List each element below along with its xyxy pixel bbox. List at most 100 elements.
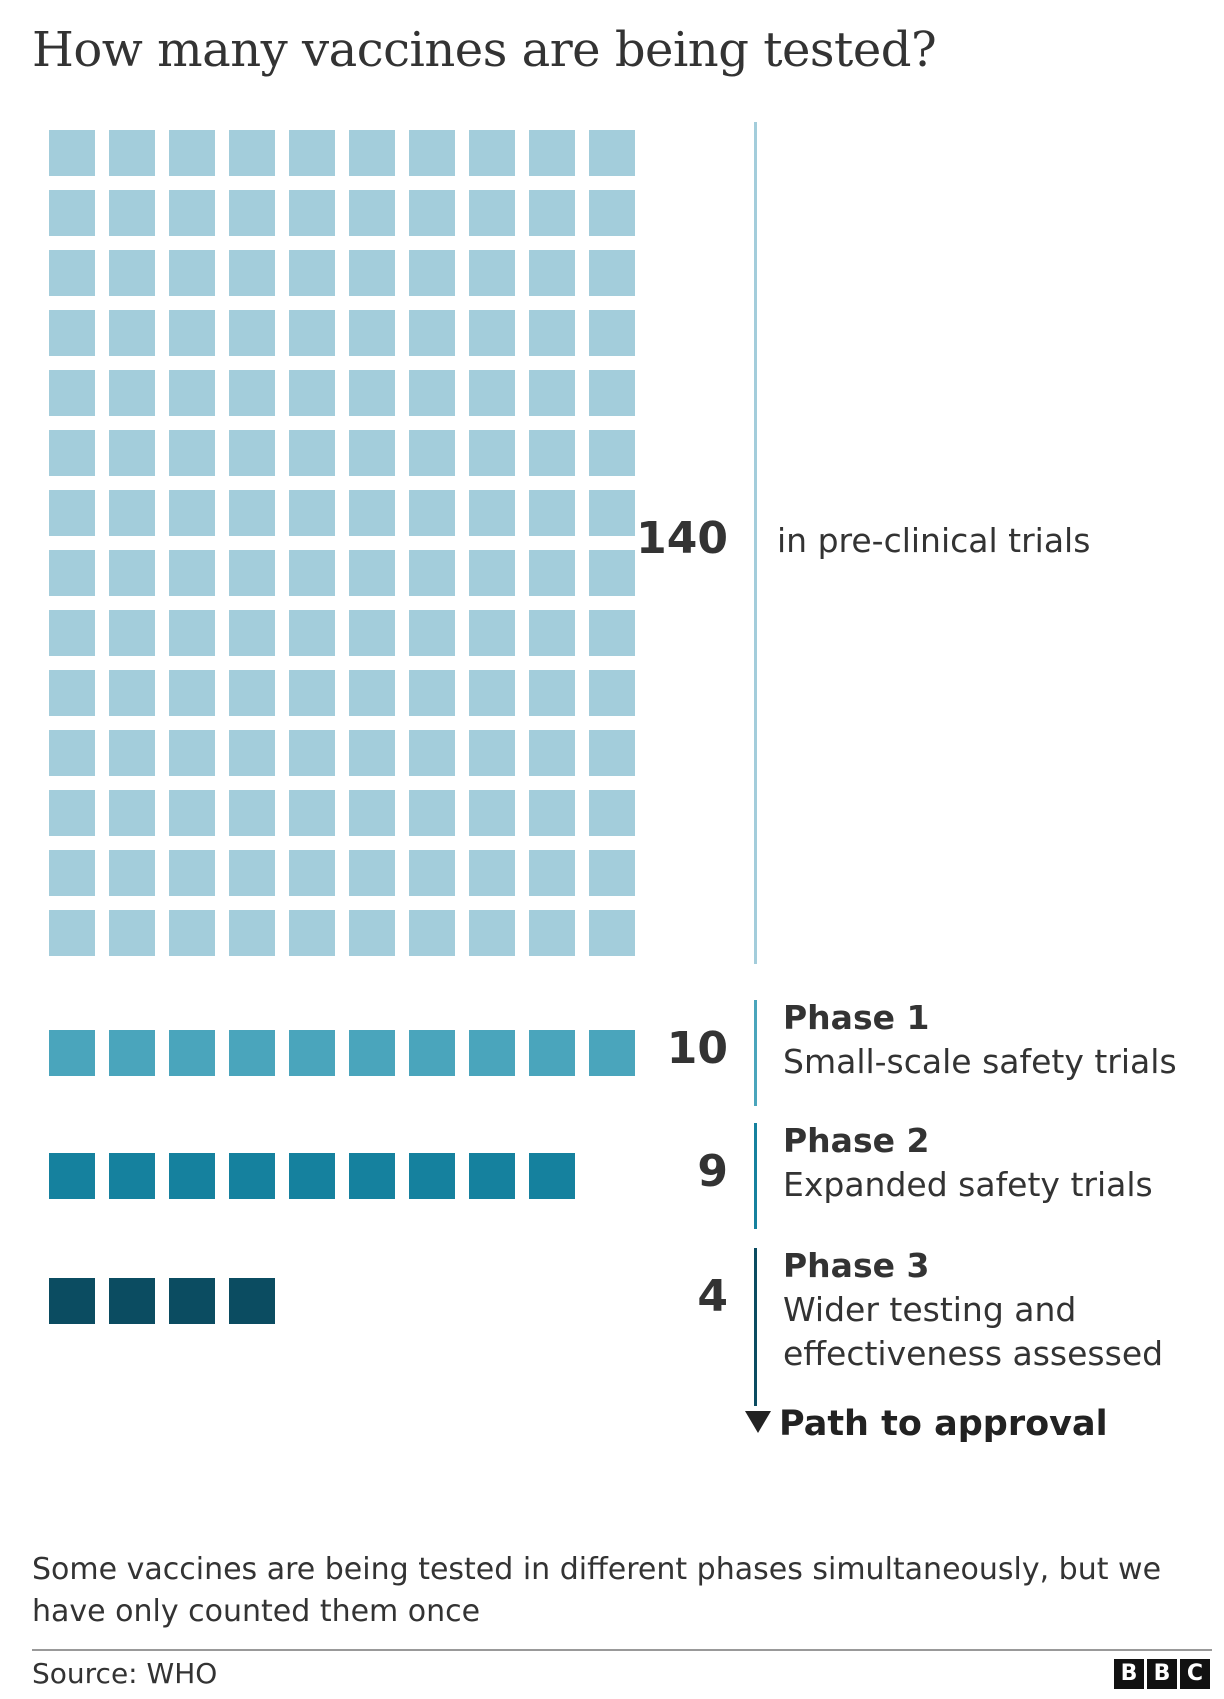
group-divider [754,1123,757,1229]
logo-letter: B [1147,1659,1177,1689]
vaccine-square [229,130,275,176]
vaccine-square [49,1030,95,1076]
vaccine-square [409,610,455,656]
vaccine-square [49,310,95,356]
vaccine-square [169,190,215,236]
vaccine-square [169,250,215,296]
vaccine-square [589,250,635,296]
vaccine-square [469,850,515,896]
vaccine-square [349,910,395,956]
group-label: Phase 1 [783,998,930,1037]
vaccine-square [49,490,95,536]
group-label: Phase 3 [783,1246,930,1285]
vaccine-square [529,910,575,956]
footer-divider [32,1649,1212,1651]
vaccine-square [49,130,95,176]
group-text: in pre-clinical trials [777,519,1207,563]
vaccine-square [469,490,515,536]
vaccine-square [529,730,575,776]
vaccine-square [49,850,95,896]
vaccine-square [229,490,275,536]
vaccine-square [409,670,455,716]
vaccine-square [349,1153,395,1199]
vaccine-square [229,190,275,236]
group-text: Phase 2 Expanded safety trials [783,1119,1213,1207]
vaccine-square [289,670,335,716]
group-divider [754,122,757,964]
vaccine-square [409,370,455,416]
vaccine-square [229,670,275,716]
vaccine-square [589,910,635,956]
vaccine-square [409,1153,455,1199]
vaccine-square [409,790,455,836]
vaccine-square [109,1153,155,1199]
vaccine-square [589,370,635,416]
vaccine-square [589,310,635,356]
vaccine-square [589,550,635,596]
group-description: Small-scale safety trials [783,1042,1177,1081]
vaccine-square [109,1030,155,1076]
vaccine-square [289,310,335,356]
vaccine-square [349,790,395,836]
group-divider [754,1248,757,1406]
vaccine-square [469,670,515,716]
footnote: Some vaccines are being tested in differ… [32,1552,1162,1629]
vaccine-square [349,130,395,176]
vaccine-square [109,850,155,896]
vaccine-square [109,490,155,536]
vaccine-square [529,1153,575,1199]
vaccine-square [589,490,635,536]
vaccine-square [289,550,335,596]
vaccine-square [529,790,575,836]
vaccine-square [289,730,335,776]
vaccine-square [109,550,155,596]
vaccine-square [469,250,515,296]
vaccine-square [169,910,215,956]
vaccine-square [469,730,515,776]
vaccine-square [529,190,575,236]
vaccine-square [229,850,275,896]
vaccine-square [289,1030,335,1076]
vaccine-square [289,130,335,176]
vaccine-square [289,850,335,896]
vaccine-square [169,850,215,896]
vaccine-square [469,430,515,476]
vaccine-square [109,730,155,776]
vaccine-square [529,550,575,596]
vaccine-square [169,610,215,656]
vaccine-square [409,850,455,896]
vaccine-square [49,910,95,956]
vaccine-square [349,490,395,536]
vaccine-square [289,1153,335,1199]
vaccine-square [49,730,95,776]
vaccine-square [169,490,215,536]
path-to-approval: Path to approval [745,1404,1108,1444]
bbc-logo: B B C [1114,1659,1210,1689]
vaccine-square [49,790,95,836]
vaccine-square [409,1030,455,1076]
vaccine-square [409,550,455,596]
vaccine-square [289,190,335,236]
vaccine-square [349,670,395,716]
vaccine-square [109,910,155,956]
vaccine-square [289,250,335,296]
vaccine-square [229,910,275,956]
vaccine-square [349,850,395,896]
vaccine-square [349,1030,395,1076]
group-text: Phase 1 Small-scale safety trials [783,996,1213,1084]
vaccine-square [349,430,395,476]
vaccine-square [229,610,275,656]
vaccine-square [109,130,155,176]
group-count: 10 [666,1023,728,1074]
vaccine-square [409,490,455,536]
vaccine-square [229,730,275,776]
group-count: 4 [697,1271,728,1322]
vaccine-square [409,190,455,236]
vaccine-square [49,670,95,716]
vaccine-square [289,610,335,656]
vaccine-square [349,310,395,356]
vaccine-square [409,910,455,956]
vaccine-square [169,1153,215,1199]
vaccine-square [529,850,575,896]
group-text: Phase 3 Wider testing and effectiveness … [783,1244,1213,1376]
